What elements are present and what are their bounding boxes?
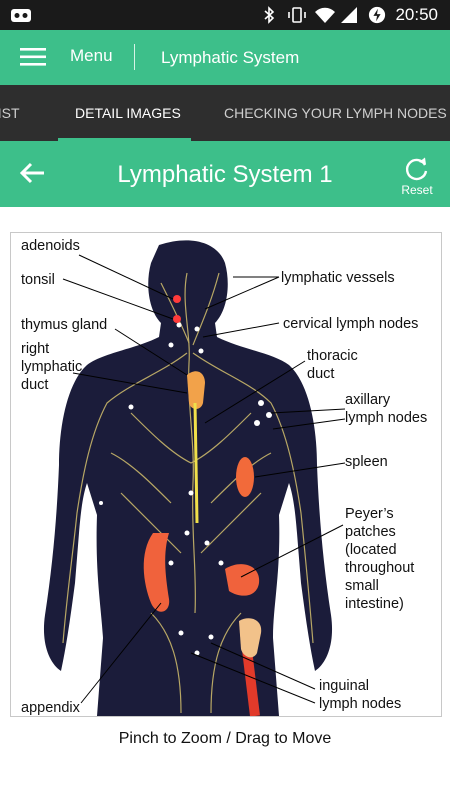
tab-bar: LIST DETAIL IMAGES CHECKING YOUR LYMPH N…	[0, 85, 450, 141]
lymphatic-system-figure[interactable]: adenoids tonsil lymphatic vessels thymus…	[10, 232, 442, 717]
thymus-shape	[187, 371, 205, 409]
label-thoracic-duct-line2: duct	[307, 366, 335, 382]
menu-label[interactable]: Menu	[70, 46, 113, 65]
tab-checking-lymph-nodes[interactable]: CHECKING YOUR LYMPH NODES	[224, 105, 447, 121]
label-lymphatic-vessels: lymphatic vessels	[281, 270, 395, 286]
label-inguinal-lymph-nodes-line2: lymph nodes	[319, 696, 402, 712]
tab-detail-images[interactable]: DETAIL IMAGES	[75, 105, 181, 121]
reset-icon	[405, 157, 428, 181]
label-thoracic-duct-line1: thoracic	[307, 348, 358, 364]
intestine-left	[143, 533, 170, 612]
label-peyers-line2: patches	[345, 524, 396, 540]
battery-charging-icon	[368, 6, 386, 24]
label-right-lymphatic-duct-line2: lymphatic	[21, 359, 83, 375]
app-bar-divider	[134, 44, 135, 70]
label-tonsil: tonsil	[21, 272, 55, 288]
femur-shape	[239, 618, 262, 658]
thoracic-duct-line	[193, 402, 199, 524]
label-peyers-line6: intestine)	[345, 596, 404, 612]
status-bar: 20:50	[0, 0, 450, 30]
reset-label: Reset	[401, 183, 433, 197]
label-spleen: spleen	[345, 454, 388, 470]
detail-header: Lymphatic System 1 Reset	[0, 141, 450, 207]
label-peyers-line4: throughout	[345, 560, 415, 576]
vibrate-icon	[288, 7, 306, 23]
tonsil-marker	[173, 315, 181, 323]
detail-title: Lymphatic System 1	[117, 161, 333, 188]
status-time: 20:50	[395, 5, 438, 24]
zoom-hint-caption: Pinch to Zoom / Drag to Move	[118, 730, 332, 747]
tab-list[interactable]: LIST	[0, 105, 20, 121]
back-arrow-icon[interactable]	[18, 161, 46, 185]
hamburger-menu-icon[interactable]	[20, 46, 46, 68]
label-thymus-gland: thymus gland	[21, 317, 108, 333]
label-axillary-lymph-nodes-line2: lymph nodes	[345, 410, 428, 426]
app-bar: Menu Lymphatic System	[0, 30, 450, 85]
label-inguinal-lymph-nodes-line1: inguinal	[319, 678, 369, 694]
reset-button[interactable]: Reset	[394, 154, 440, 198]
adenoid-marker	[173, 295, 181, 303]
body-illustration	[43, 240, 346, 716]
label-axillary-lymph-nodes-line1: axillary	[345, 392, 391, 408]
label-peyers-line1: Peyer’s	[345, 506, 394, 522]
label-cervical-lymph-nodes: cervical lymph nodes	[283, 316, 419, 332]
wifi-icon	[315, 7, 335, 23]
label-peyers-line5: small	[345, 578, 379, 594]
bluetooth-icon	[264, 6, 275, 24]
label-right-lymphatic-duct-line1: right	[21, 341, 50, 357]
active-tab-indicator	[58, 138, 191, 141]
label-appendix: appendix	[21, 700, 80, 716]
intestine-right	[225, 564, 260, 596]
signal-icon	[341, 7, 357, 23]
label-adenoids: adenoids	[21, 238, 80, 254]
label-peyers-line3: (located	[345, 542, 397, 558]
app-title: Lymphatic System	[161, 48, 300, 67]
spleen-shape	[236, 457, 254, 497]
label-right-lymphatic-duct-line3: duct	[21, 377, 49, 393]
app-notification-icon	[11, 9, 31, 22]
